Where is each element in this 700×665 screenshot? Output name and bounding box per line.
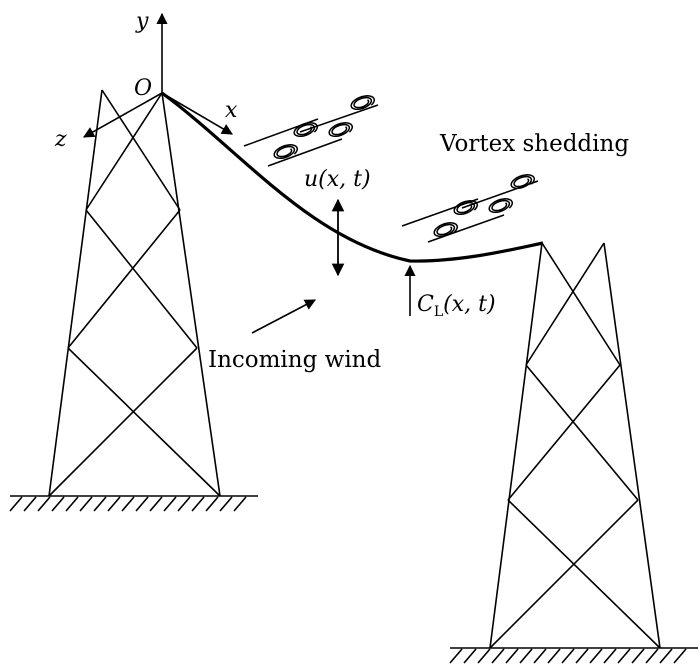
- ground-hatch: [9, 496, 23, 512]
- vortex-swirl: [350, 95, 376, 111]
- right-tower: [489, 242, 661, 649]
- ground-hatch: [135, 496, 149, 512]
- ground-hatch: [519, 648, 533, 664]
- ground-hatch: [477, 648, 491, 664]
- ground-hatch: [233, 496, 247, 512]
- ground-hatch: [23, 496, 37, 512]
- ground-hatch: [603, 648, 617, 664]
- lift-arguments: (x, t): [443, 292, 495, 317]
- vortex-shedding-label: Vortex shedding: [439, 131, 629, 157]
- ground-hatch: [659, 648, 673, 664]
- ground-hatch: [107, 496, 121, 512]
- ground-hatch: [65, 496, 79, 512]
- displacement-label: u(x, t): [304, 167, 371, 192]
- lift-symbol: C: [417, 292, 434, 317]
- ground-hatch: [463, 648, 477, 664]
- ground-hatch: [37, 496, 51, 512]
- ground-hatch: [449, 648, 463, 664]
- z-axis-label: z: [54, 127, 67, 152]
- z-axis-arrow: [83, 92, 163, 138]
- cable: [161, 91, 544, 263]
- ground-hatch: [561, 648, 575, 664]
- coordinate-axes: [83, 12, 233, 138]
- ground-hatch: [631, 648, 645, 664]
- right-ground: [449, 647, 698, 664]
- ground-hatch: [177, 496, 191, 512]
- vortex-swirl: [273, 144, 299, 160]
- ground-hatch: [219, 496, 233, 512]
- vortex-group-lower: [401, 174, 539, 243]
- ground-hatch: [93, 496, 107, 512]
- vortex-swirl: [328, 122, 354, 138]
- ground-hatch: [149, 496, 163, 512]
- ground-hatch: [645, 648, 659, 664]
- vortex-group-upper: [243, 95, 379, 167]
- x-axis-arrow: [161, 92, 233, 135]
- vortex-swirl: [293, 122, 319, 138]
- ground-hatch: [575, 648, 589, 664]
- ground-hatch: [79, 496, 93, 512]
- ground-hatch: [51, 496, 65, 512]
- y-axis-label: y: [135, 9, 149, 34]
- vortex-swirl: [510, 174, 536, 190]
- left-ground: [9, 495, 258, 512]
- ground-hatch: [191, 496, 205, 512]
- vortex-swirl: [433, 222, 459, 238]
- ground-hatch: [205, 496, 219, 512]
- ground-hatch: [533, 648, 547, 664]
- ground-hatch: [547, 648, 561, 664]
- wind-arrow: [251, 299, 316, 334]
- lift-coefficient-label: CL(x, t): [417, 292, 496, 320]
- ground-hatch: [589, 648, 603, 664]
- origin-label: O: [134, 76, 152, 101]
- displacement-text: u(x, t): [304, 167, 371, 192]
- ground-hatch: [617, 648, 631, 664]
- lift-subscript: L: [434, 304, 443, 320]
- ground-hatch: [121, 496, 135, 512]
- ground-hatch: [491, 648, 505, 664]
- ground-hatch: [163, 496, 177, 512]
- left-tower: [48, 89, 221, 497]
- ground-hatch: [505, 648, 519, 664]
- incoming-wind-label: Incoming wind: [208, 347, 381, 373]
- vortex-swirl: [453, 200, 479, 216]
- ground-hatch: [673, 648, 687, 664]
- x-axis-label: x: [225, 98, 238, 123]
- vortex-swirl: [488, 198, 514, 214]
